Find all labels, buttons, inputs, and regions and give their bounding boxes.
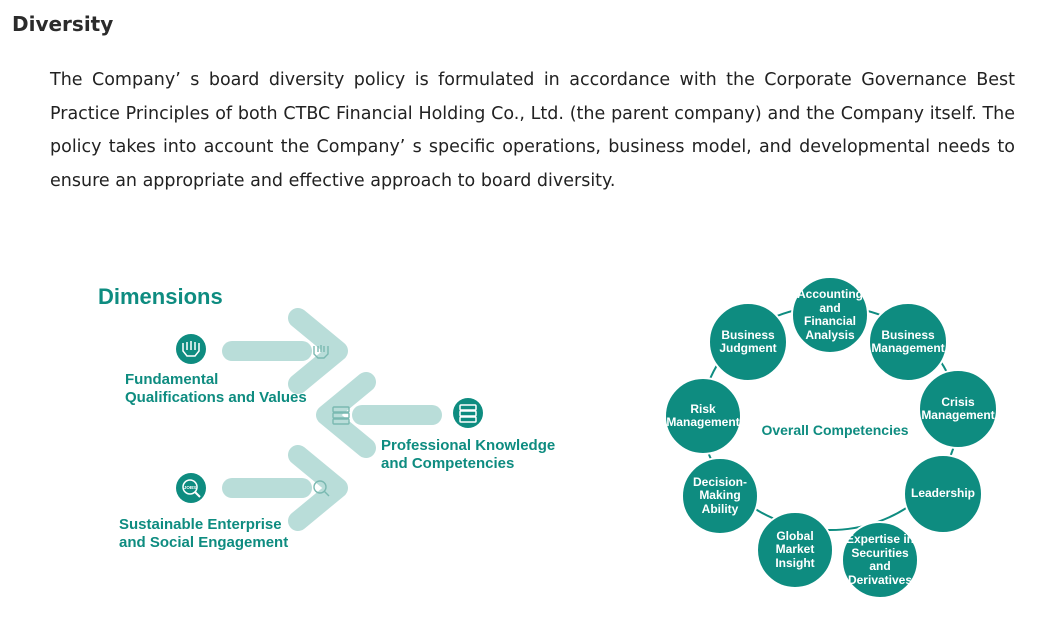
circle-leadership (903, 454, 983, 534)
dimensions-title: Dimensions (98, 284, 223, 309)
circle-global-market-insight (756, 511, 834, 589)
overall-competencies-label: Overall Competencies (761, 422, 909, 438)
circle-global-market-insight-label: Global Market Insight (775, 528, 815, 570)
handshake-icon (176, 334, 206, 364)
circle-business-judgment (708, 302, 788, 382)
dimension-label-professional: Professional Knowledge and Competencies (381, 437, 556, 472)
circle-expertise-securities-derivatives (841, 521, 919, 599)
dimensions-arrows: JOBS (176, 308, 483, 531)
circle-crisis-management-label: Crisis Management (921, 394, 995, 422)
dimension-label-sustainable: Sustainable Enterprise and Social Engage… (119, 516, 289, 551)
competencies-diagram: Overall Competencies Accounting and Fina… (660, 270, 1005, 600)
jobs-badge-text: JOBS (184, 485, 196, 490)
server-stack-icon (453, 398, 483, 428)
arrow-left-2 (316, 372, 442, 458)
circle-risk-management-label: Risk Management (666, 401, 740, 429)
arrow-right-3 (222, 445, 348, 531)
section-title: Diversity (12, 12, 114, 36)
jobs-search-icon: JOBS (176, 473, 206, 503)
circle-risk-management (664, 377, 742, 455)
intro-paragraph: The Company’ s board diversity policy is… (50, 70, 1015, 191)
circle-leadership-label: Leadership (910, 486, 976, 501)
arrow-right-1 (222, 308, 348, 394)
circle-business-management-label: Business Management (871, 327, 945, 355)
circle-expertise-securities-derivatives-label: Expertise in Securities and Derivatives (845, 532, 915, 587)
dimension-label-fundamental: Fundamental Qualifications and Values (125, 371, 307, 406)
dimensions-diagram: JOBS Dimensions Fundamental Qualificatio… (90, 280, 590, 580)
circle-accounting-financial-analysis (791, 276, 869, 354)
circle-crisis-management (918, 369, 998, 449)
circle-decision-making-ability (681, 457, 759, 535)
competencies-ring (664, 276, 998, 599)
circle-decision-making-ability-label: Decision- Making Ability (692, 474, 747, 516)
circle-business-judgment-label: Business Judgment (719, 327, 777, 355)
circle-business-management (868, 302, 948, 382)
competency-circles (664, 276, 998, 599)
circle-accounting-financial-analysis-label: Accounting and Financial Analysis (797, 287, 863, 342)
